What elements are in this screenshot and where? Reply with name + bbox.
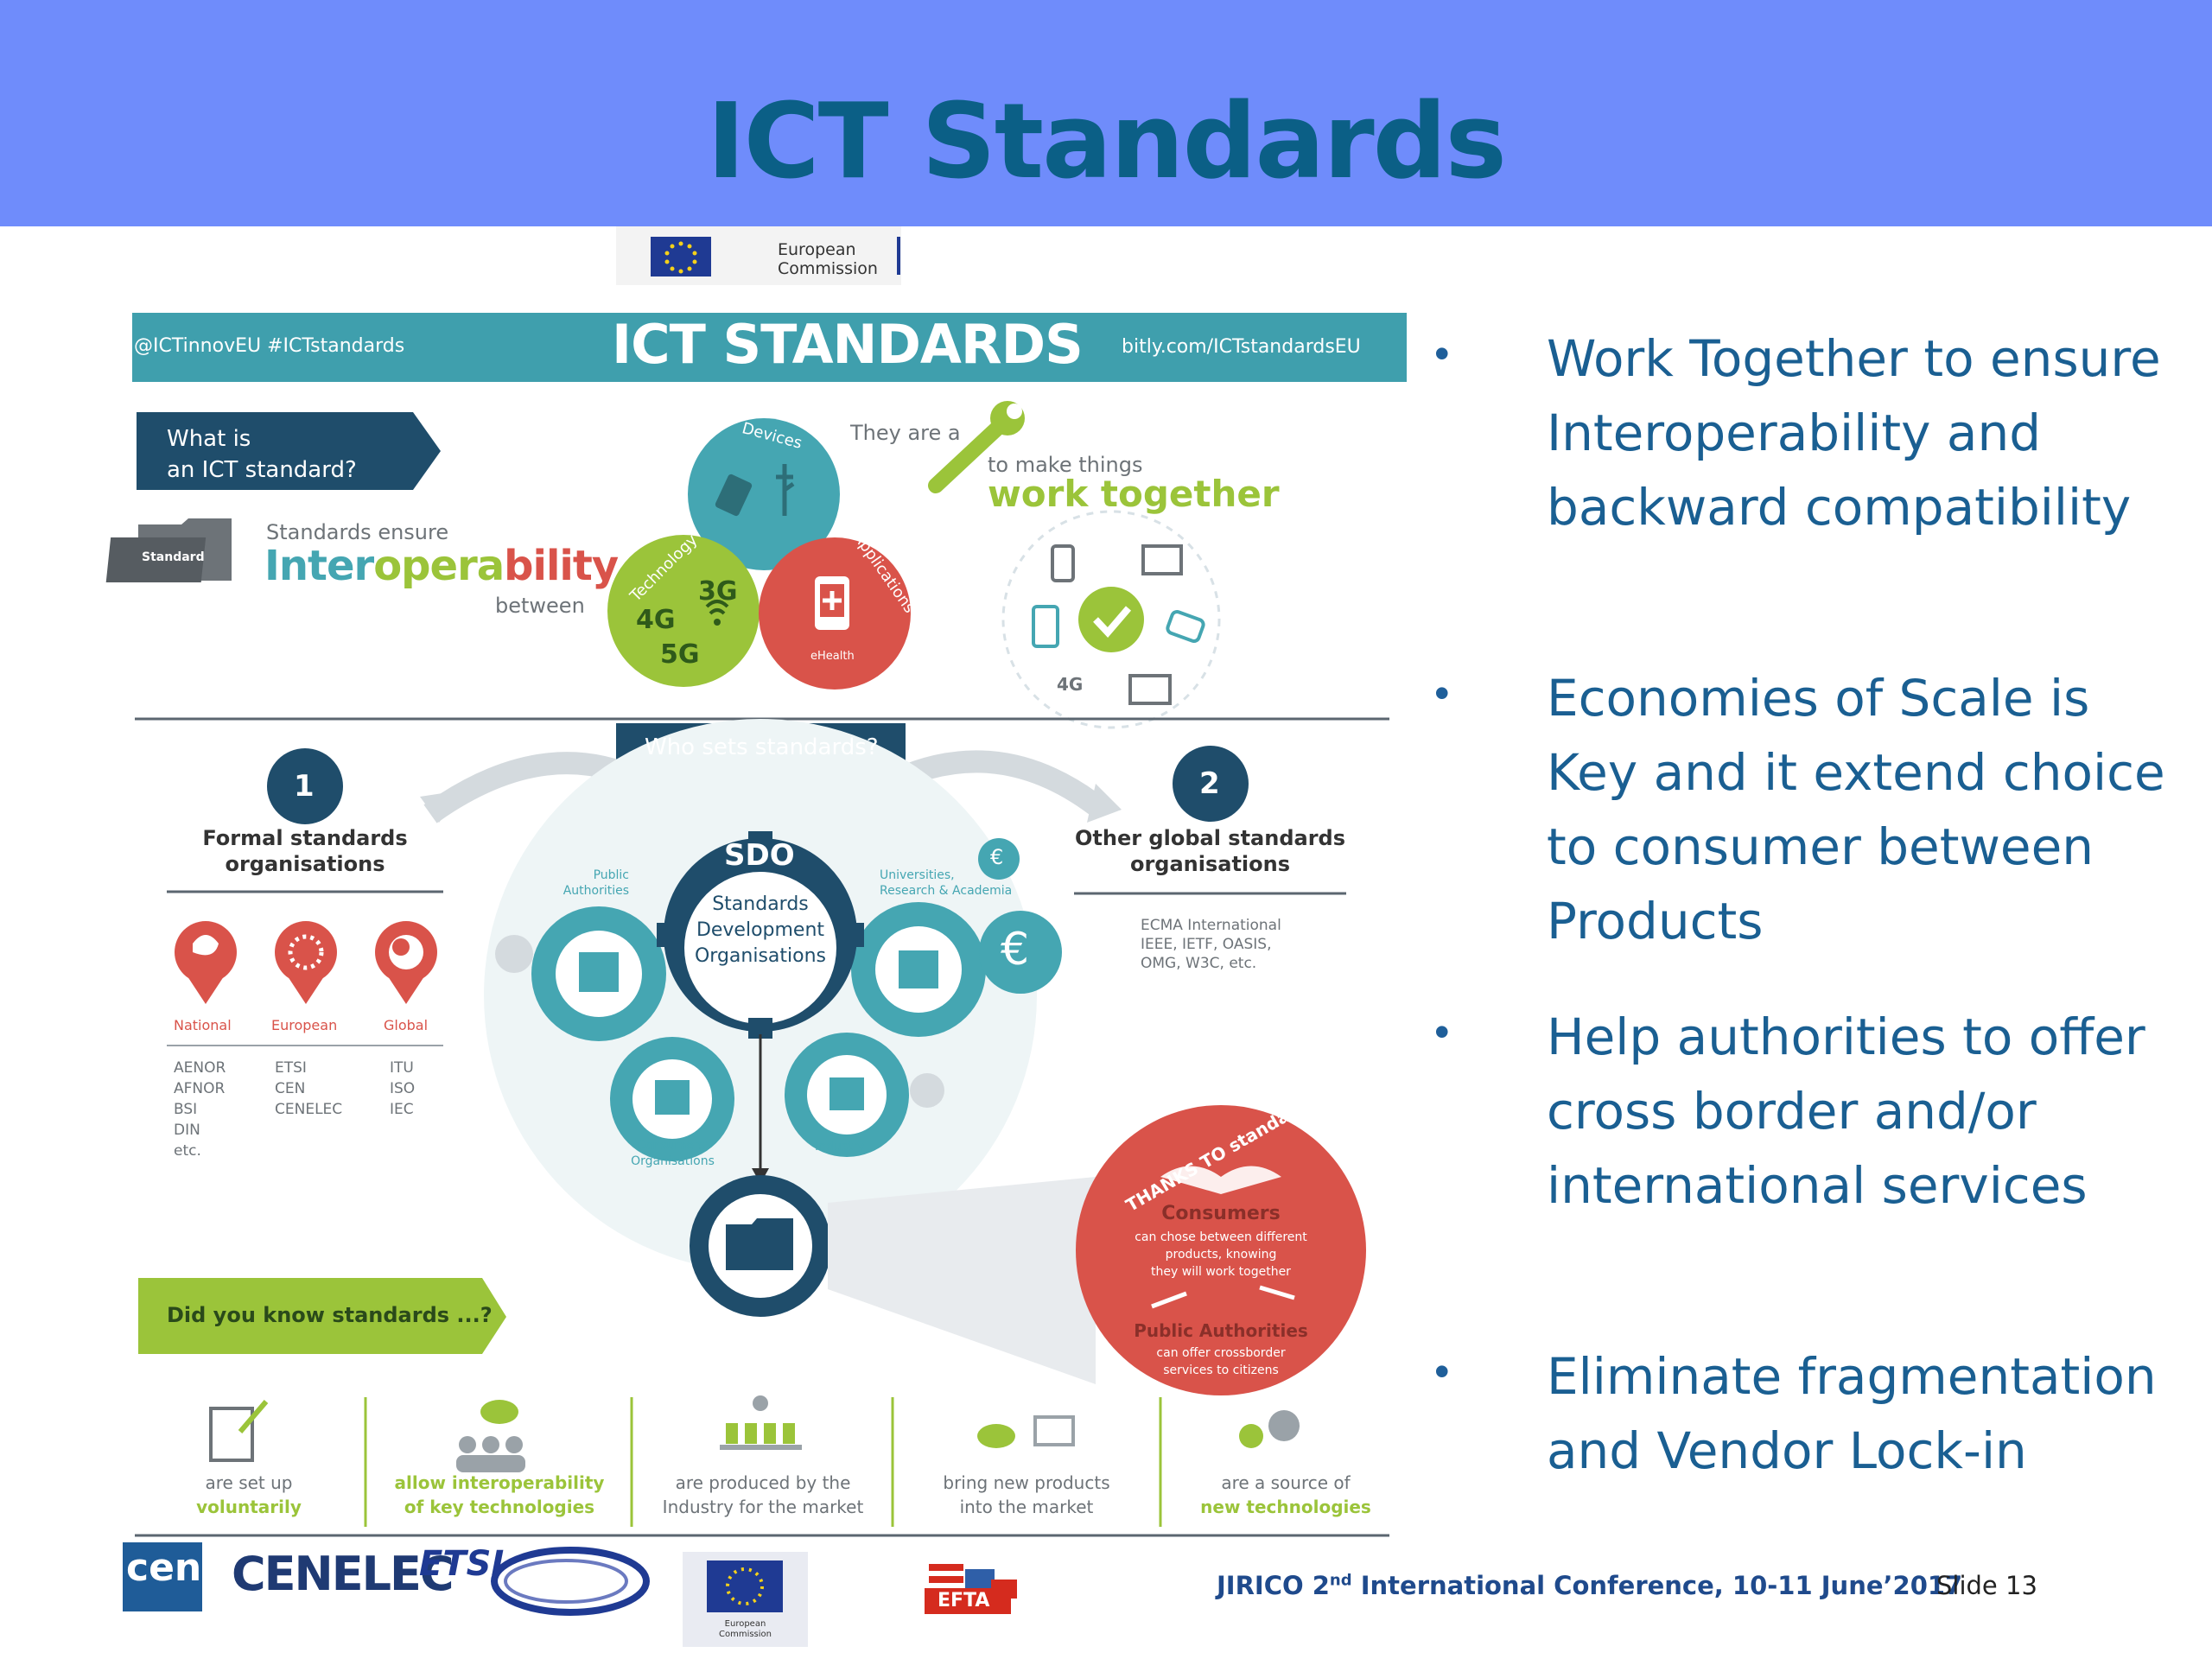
gear-universities-label: Universities,Research & Academia — [880, 868, 1013, 898]
work-together-text: work together — [988, 473, 1280, 515]
page-title: ICT Standards — [707, 82, 1507, 202]
standards-ensure: Standards ensure — [266, 520, 449, 544]
gear-industry-label: Industry — [815, 1140, 865, 1154]
mobile-icon — [1051, 544, 1075, 582]
tech-3g: 3G — [698, 576, 738, 607]
bullet-dot: • — [1434, 1007, 1450, 1056]
number-1-circle — [267, 748, 343, 824]
who-sets-text: Who sets standards? — [645, 734, 879, 760]
footer-conference: JIRICO 2nd International Conference, 10-… — [1217, 1571, 1963, 1600]
number-2-circle — [1173, 746, 1249, 822]
bullet-item: Work Together to ensure Interoperability… — [1547, 329, 2161, 537]
usb-stick-icon — [1166, 609, 1205, 644]
bullet-item: Eliminate fragmentation and Vendor Lock-… — [1547, 1347, 2157, 1480]
they-are-text: They are a — [850, 421, 961, 445]
infographic-graphics — [105, 226, 1389, 1537]
ehealth-label: eHealth — [810, 650, 855, 663]
wifi-icon — [705, 600, 729, 615]
infographic-banner — [132, 313, 1407, 382]
what-is-box — [137, 412, 441, 490]
device-4g-label: 4G — [1057, 674, 1084, 695]
devices-circle — [688, 418, 840, 570]
thanks-circle — [1076, 1105, 1366, 1395]
consumers-heading: Consumers — [1161, 1203, 1281, 1224]
wrench-icon — [928, 417, 1008, 493]
pin-global-icon — [375, 921, 437, 1004]
technology-circle — [607, 535, 760, 687]
gear-consumers-label: Consumers'Organisations — [631, 1139, 715, 1168]
small-euro-icon — [978, 838, 1020, 880]
col-global: Global — [384, 1017, 429, 1033]
did-you-know-text: Did you know standards ...? — [167, 1303, 493, 1327]
tech-5g: 5G — [660, 639, 700, 670]
cen-logo: cen — [123, 1542, 202, 1611]
eu-stars-icon — [664, 241, 697, 274]
slide-header — [0, 0, 2212, 226]
banner-link: bitly.com/ICTstandardsEU — [1122, 336, 1361, 358]
tech-4g: 4G — [636, 605, 676, 635]
cenelec-logo: CENELEC — [232, 1547, 454, 1601]
efta-logo: EFTA — [920, 1564, 1020, 1621]
col-national: National — [174, 1017, 232, 1033]
public-authorities-heading: Public Authorities — [1134, 1320, 1308, 1341]
number-1: 1 — [294, 769, 315, 804]
people-group-icon — [456, 1400, 525, 1472]
bullet-item: Economies of Scale is Key and it extend … — [1547, 669, 2165, 950]
industry-people-icon — [720, 1395, 802, 1450]
check-icon — [1078, 587, 1144, 652]
etsi-logo: ETSI — [419, 1542, 652, 1620]
standard-gear-label: Standard — [728, 1272, 791, 1286]
pin-european-icon — [275, 921, 337, 1004]
sim-icon — [715, 474, 753, 517]
bullet-dot: • — [1434, 669, 1450, 717]
gears-small-icon — [1239, 1410, 1300, 1448]
bullet-item: Help authorities to offer cross border a… — [1547, 1007, 2145, 1215]
device-ring — [1001, 510, 1221, 729]
bullet-dot: • — [1434, 329, 1450, 378]
euro-gear-icon — [979, 911, 1062, 994]
banner-hashtags: @ICTinnovEU #ICTstandards — [134, 335, 405, 357]
standard-folder-icon — [726, 1218, 793, 1270]
laptop-icon — [1141, 544, 1183, 575]
slide-number: Slide 13 — [1936, 1571, 2037, 1600]
to-make-text: to make things — [988, 453, 1143, 477]
folder-label: Standard — [142, 550, 205, 564]
bullet-dot: • — [1434, 1347, 1450, 1395]
tablet-icon — [1032, 605, 1059, 648]
document-pen-icon — [209, 1407, 254, 1462]
handshake-laptop-icon — [977, 1415, 1075, 1448]
interoperability-word: Interoperability — [264, 542, 619, 590]
usb-icon — [776, 464, 795, 516]
sdo-label: SDO — [724, 838, 795, 873]
number-2: 2 — [1199, 766, 1220, 801]
euro-symbol: € — [1001, 924, 1030, 976]
did-you-know-box — [138, 1278, 506, 1354]
banner-title: ICT STANDARDS — [612, 313, 1084, 376]
col-european: European — [271, 1017, 338, 1033]
small-euro-symbol: € — [990, 845, 1004, 869]
monitor-icon — [1128, 674, 1172, 705]
pin-national-icon — [175, 921, 237, 1004]
between-text: between — [495, 594, 585, 618]
